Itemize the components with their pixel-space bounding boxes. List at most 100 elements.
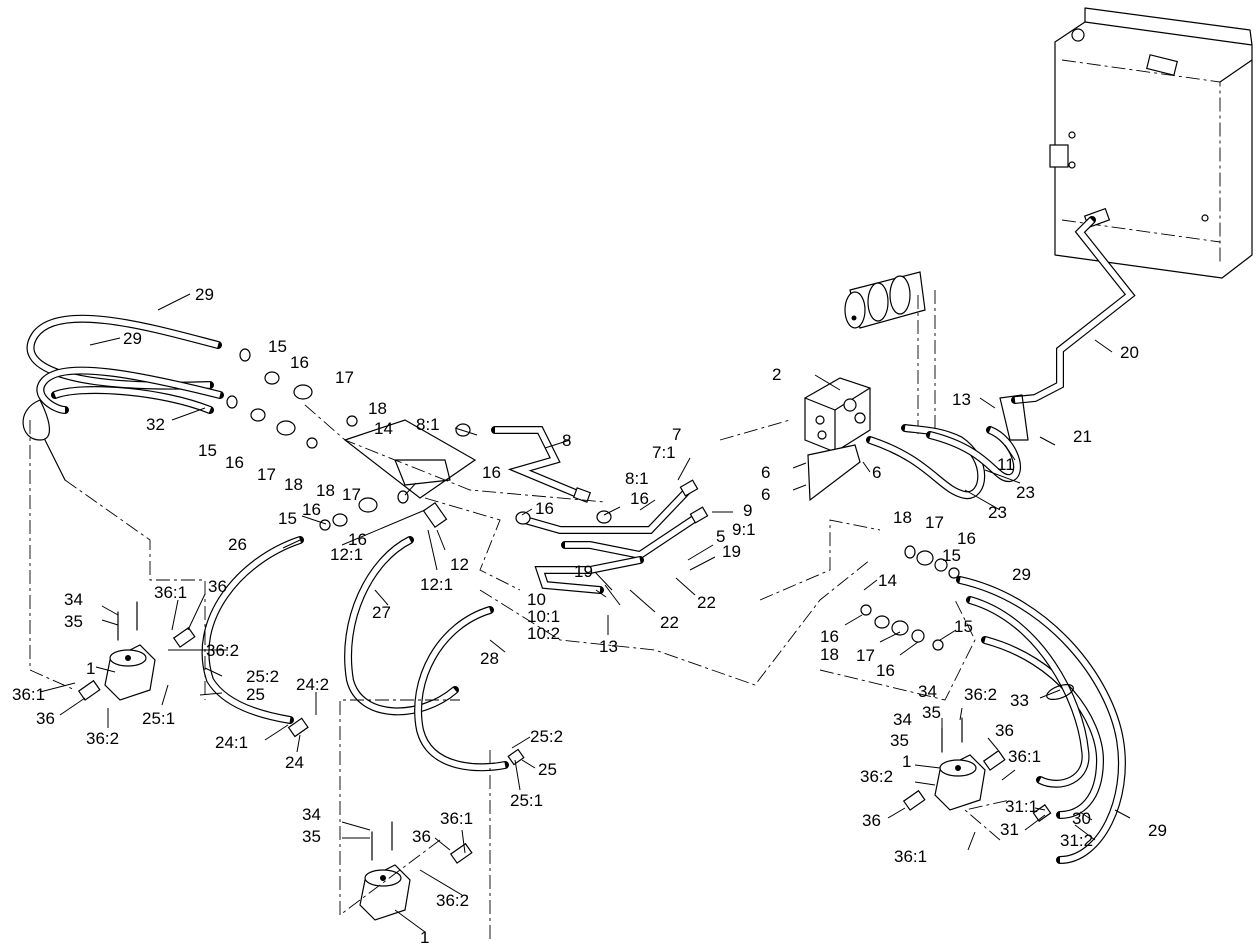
- callout-label: 29: [1012, 565, 1031, 584]
- callout-label: 19: [574, 562, 593, 581]
- callout-label: 25: [246, 685, 265, 704]
- callout-label: 18: [893, 508, 912, 527]
- callout-label: 16: [348, 530, 367, 549]
- motor-left: [104, 644, 156, 701]
- gear-pump: [844, 271, 936, 440]
- callout-label: 23: [1016, 483, 1035, 502]
- callout-label: 16: [535, 499, 554, 518]
- callout-label: 25:2: [530, 727, 563, 746]
- callout-label: 34: [64, 590, 83, 609]
- callout-label: 31:1: [1005, 797, 1038, 816]
- callout-label: 21: [1073, 427, 1092, 446]
- callout-label: 16: [820, 627, 839, 646]
- callout-label: 23: [988, 503, 1007, 522]
- callout-label: 18: [284, 475, 303, 494]
- motor-center: [359, 864, 411, 921]
- callout-label: 15: [198, 441, 217, 460]
- callout-label: 10: [527, 590, 546, 609]
- callout-label: 36:2: [436, 891, 469, 910]
- callout-label: 1: [86, 659, 95, 678]
- callout-label: 35: [64, 612, 83, 631]
- callout-label: 20: [1120, 343, 1139, 362]
- callout-label: 36:2: [860, 767, 893, 786]
- callout-label: 34: [893, 710, 912, 729]
- hose-23: [866, 394, 1029, 500]
- hose-26: [201, 536, 304, 724]
- callout-label: 6: [761, 485, 770, 504]
- hose-28: [414, 606, 509, 772]
- callout-labels: 1 1 1 2 5 6 6 6 7 7:1 8 8:1 8:1 9 9:1 10…: [12, 285, 1167, 947]
- callout-label: 35: [890, 731, 909, 750]
- callout-label: 10:2: [527, 624, 560, 643]
- callout-label: 36: [862, 811, 881, 830]
- callout-label: 36:1: [12, 685, 45, 704]
- callout-label: 31: [1000, 820, 1019, 839]
- tube-20: [1011, 216, 1136, 404]
- control-valve: [804, 377, 871, 502]
- motor-right: [934, 754, 986, 811]
- callout-label: 8: [562, 431, 571, 450]
- callout-label: 10:1: [527, 607, 560, 626]
- callout-label: 9: [743, 501, 752, 520]
- callout-label: 17: [856, 646, 875, 665]
- hose-29-right: [956, 576, 1126, 864]
- callout-label: 16: [302, 500, 321, 519]
- callout-label: 28: [480, 649, 499, 668]
- callout-label: 36:1: [440, 809, 473, 828]
- callout-label: 16: [876, 661, 895, 680]
- callout-label: 25:2: [246, 667, 279, 686]
- callout-label: 6: [761, 463, 770, 482]
- callout-label: 13: [599, 637, 618, 656]
- center-tubes: [491, 426, 709, 594]
- callout-label: 15: [278, 509, 297, 528]
- callout-label: 36: [208, 577, 227, 596]
- washers: [226, 348, 960, 651]
- callout-label: 12: [450, 555, 469, 574]
- callout-label: 16: [630, 489, 649, 508]
- callout-label: 29: [123, 329, 142, 348]
- callout-label: 31:2: [1060, 831, 1093, 850]
- callout-label: 17: [925, 513, 944, 532]
- callout-label: 36:1: [894, 847, 927, 866]
- callout-label: 36: [36, 709, 55, 728]
- callout-label: 29: [1148, 821, 1167, 840]
- callout-label: 14: [878, 571, 897, 590]
- callout-label: 8:1: [625, 469, 649, 488]
- callout-label: 16: [482, 463, 501, 482]
- callout-label: 17: [335, 368, 354, 387]
- callout-label: 7:1: [652, 443, 676, 462]
- fittings: [77, 501, 1052, 864]
- callout-label: 17: [257, 465, 276, 484]
- callout-label: 16: [225, 453, 244, 472]
- callout-label: 18: [316, 481, 335, 500]
- callout-label: 15: [268, 337, 287, 356]
- callout-label: 22: [660, 613, 679, 632]
- callout-label: 12:1: [330, 545, 363, 564]
- callout-label: 13: [952, 390, 971, 409]
- callout-label: 34: [302, 805, 321, 824]
- oil-cooler: [1049, 7, 1253, 279]
- callout-label: 15: [954, 617, 973, 636]
- callout-label: 22: [697, 593, 716, 612]
- callout-label: 8:1: [416, 415, 440, 434]
- callout-label: 36:2: [86, 729, 119, 748]
- callout-label: 34: [918, 682, 937, 701]
- callout-label: 27: [372, 603, 391, 622]
- routing-lines: [29, 404, 1011, 940]
- callout-label: 26: [228, 535, 247, 554]
- callout-label: 25:1: [142, 709, 175, 728]
- callout-label: 25: [538, 760, 557, 779]
- callout-label: 16: [290, 353, 309, 372]
- callout-label: 7: [672, 425, 681, 444]
- callout-label: 36:1: [154, 583, 187, 602]
- callout-label: 24:2: [296, 675, 329, 694]
- callout-label: 12:1: [420, 575, 453, 594]
- callout-label: 1: [420, 928, 429, 947]
- callout-label: 33: [1010, 691, 1029, 710]
- callout-label: 17: [342, 485, 361, 504]
- callout-label: 11: [997, 455, 1015, 474]
- callout-label: 9:1: [732, 520, 756, 539]
- bolts: [117, 601, 963, 861]
- mounting-bracket: [343, 419, 477, 499]
